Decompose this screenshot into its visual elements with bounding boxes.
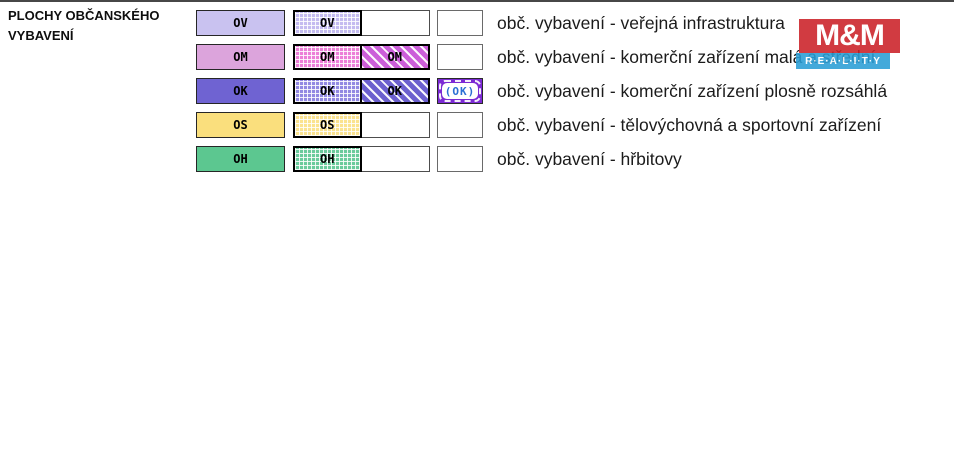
pattern-swatch-group: OH	[293, 146, 430, 172]
mm-reality-watermark: M&M R·E·A·L·I·T·Y	[796, 19, 900, 69]
legend-label: obč. vybavení - veřejná infrastruktura	[497, 12, 785, 33]
swatch-code: OK	[233, 84, 248, 98]
swatch-code: OS	[233, 118, 248, 132]
section-title: PLOCHY OBČANSKÉHO VYBAVENÍ	[8, 6, 159, 45]
legend-row-ov: OV OV obč. vybavení - veřejná infrastruk…	[196, 10, 887, 36]
pattern-swatch-group: OV	[293, 10, 430, 36]
grid-pattern-swatch-ov: OV	[293, 10, 362, 36]
grid-pattern-swatch-om: OM	[293, 44, 362, 70]
top-divider-line	[0, 0, 954, 2]
empty-overlay-box	[437, 44, 483, 70]
grid-pattern-swatch-os: OS	[293, 112, 362, 138]
legend-label: obč. vybavení - komerční zařízení malá a…	[497, 46, 876, 67]
legend-row-oh: OH OH obč. vybavení - hřbitovy	[196, 146, 887, 172]
solid-swatch-ov: OV	[196, 10, 285, 36]
legend-row-ok: OK OK OK (OK) obč. vybavení - komerční z…	[196, 78, 887, 104]
pattern-swatch-group: OK OK	[293, 78, 430, 104]
swatch-code: OV	[320, 16, 335, 30]
empty-swatch	[361, 146, 430, 172]
solid-swatch-os: OS	[196, 112, 285, 138]
swatch-code: OS	[320, 118, 335, 132]
stripe-pattern-swatch-ok: OK	[361, 78, 430, 104]
swatch-code: OM	[387, 50, 402, 64]
mm-reality-logo-bottom: R·E·A·L·I·T·Y	[796, 53, 890, 69]
section-title-line1: PLOCHY OBČANSKÉHO	[8, 8, 160, 23]
empty-swatch	[361, 112, 430, 138]
stripe-pattern-swatch-om: OM	[361, 44, 430, 70]
overlay-code: (OK)	[444, 84, 476, 98]
swatch-code: OH	[233, 152, 248, 166]
grid-pattern-swatch-ok: OK	[293, 78, 362, 104]
legend-rows: OV OV obč. vybavení - veřejná infrastruk…	[196, 10, 887, 172]
swatch-code: OM	[320, 50, 335, 64]
legend-label: obč. vybavení - tělovýchovná a sportovní…	[497, 114, 882, 135]
empty-overlay-box	[437, 10, 483, 36]
legend-row-om: OM OM OM obč. vybavení - komerční zaříze…	[196, 44, 887, 70]
solid-swatch-om: OM	[196, 44, 285, 70]
pattern-swatch-group: OM OM	[293, 44, 430, 70]
grid-pattern-swatch-oh: OH	[293, 146, 362, 172]
empty-swatch	[361, 10, 430, 36]
pattern-swatch-group: OS	[293, 112, 430, 138]
swatch-code: OK	[320, 84, 335, 98]
swatch-code: OV	[233, 16, 248, 30]
legend-label: obč. vybavení - hřbitovy	[497, 148, 682, 169]
swatch-code: OH	[320, 152, 335, 166]
solid-swatch-ok: OK	[196, 78, 285, 104]
empty-overlay-box	[437, 112, 483, 138]
overlay-swatch-ok: (OK)	[437, 78, 483, 104]
overlay-swatch-inner: (OK)	[439, 80, 481, 102]
legend-row-os: OS OS obč. vybavení - tělovýchovná a spo…	[196, 112, 887, 138]
empty-overlay-box	[437, 146, 483, 172]
legend-label: obč. vybavení - komerční zařízení plosně…	[497, 80, 888, 101]
swatch-code: OK	[387, 84, 402, 98]
mm-reality-logo-top: M&M	[799, 19, 900, 53]
solid-swatch-oh: OH	[196, 146, 285, 172]
section-title-line2: VYBAVENÍ	[8, 27, 74, 43]
swatch-code: OM	[233, 50, 248, 64]
